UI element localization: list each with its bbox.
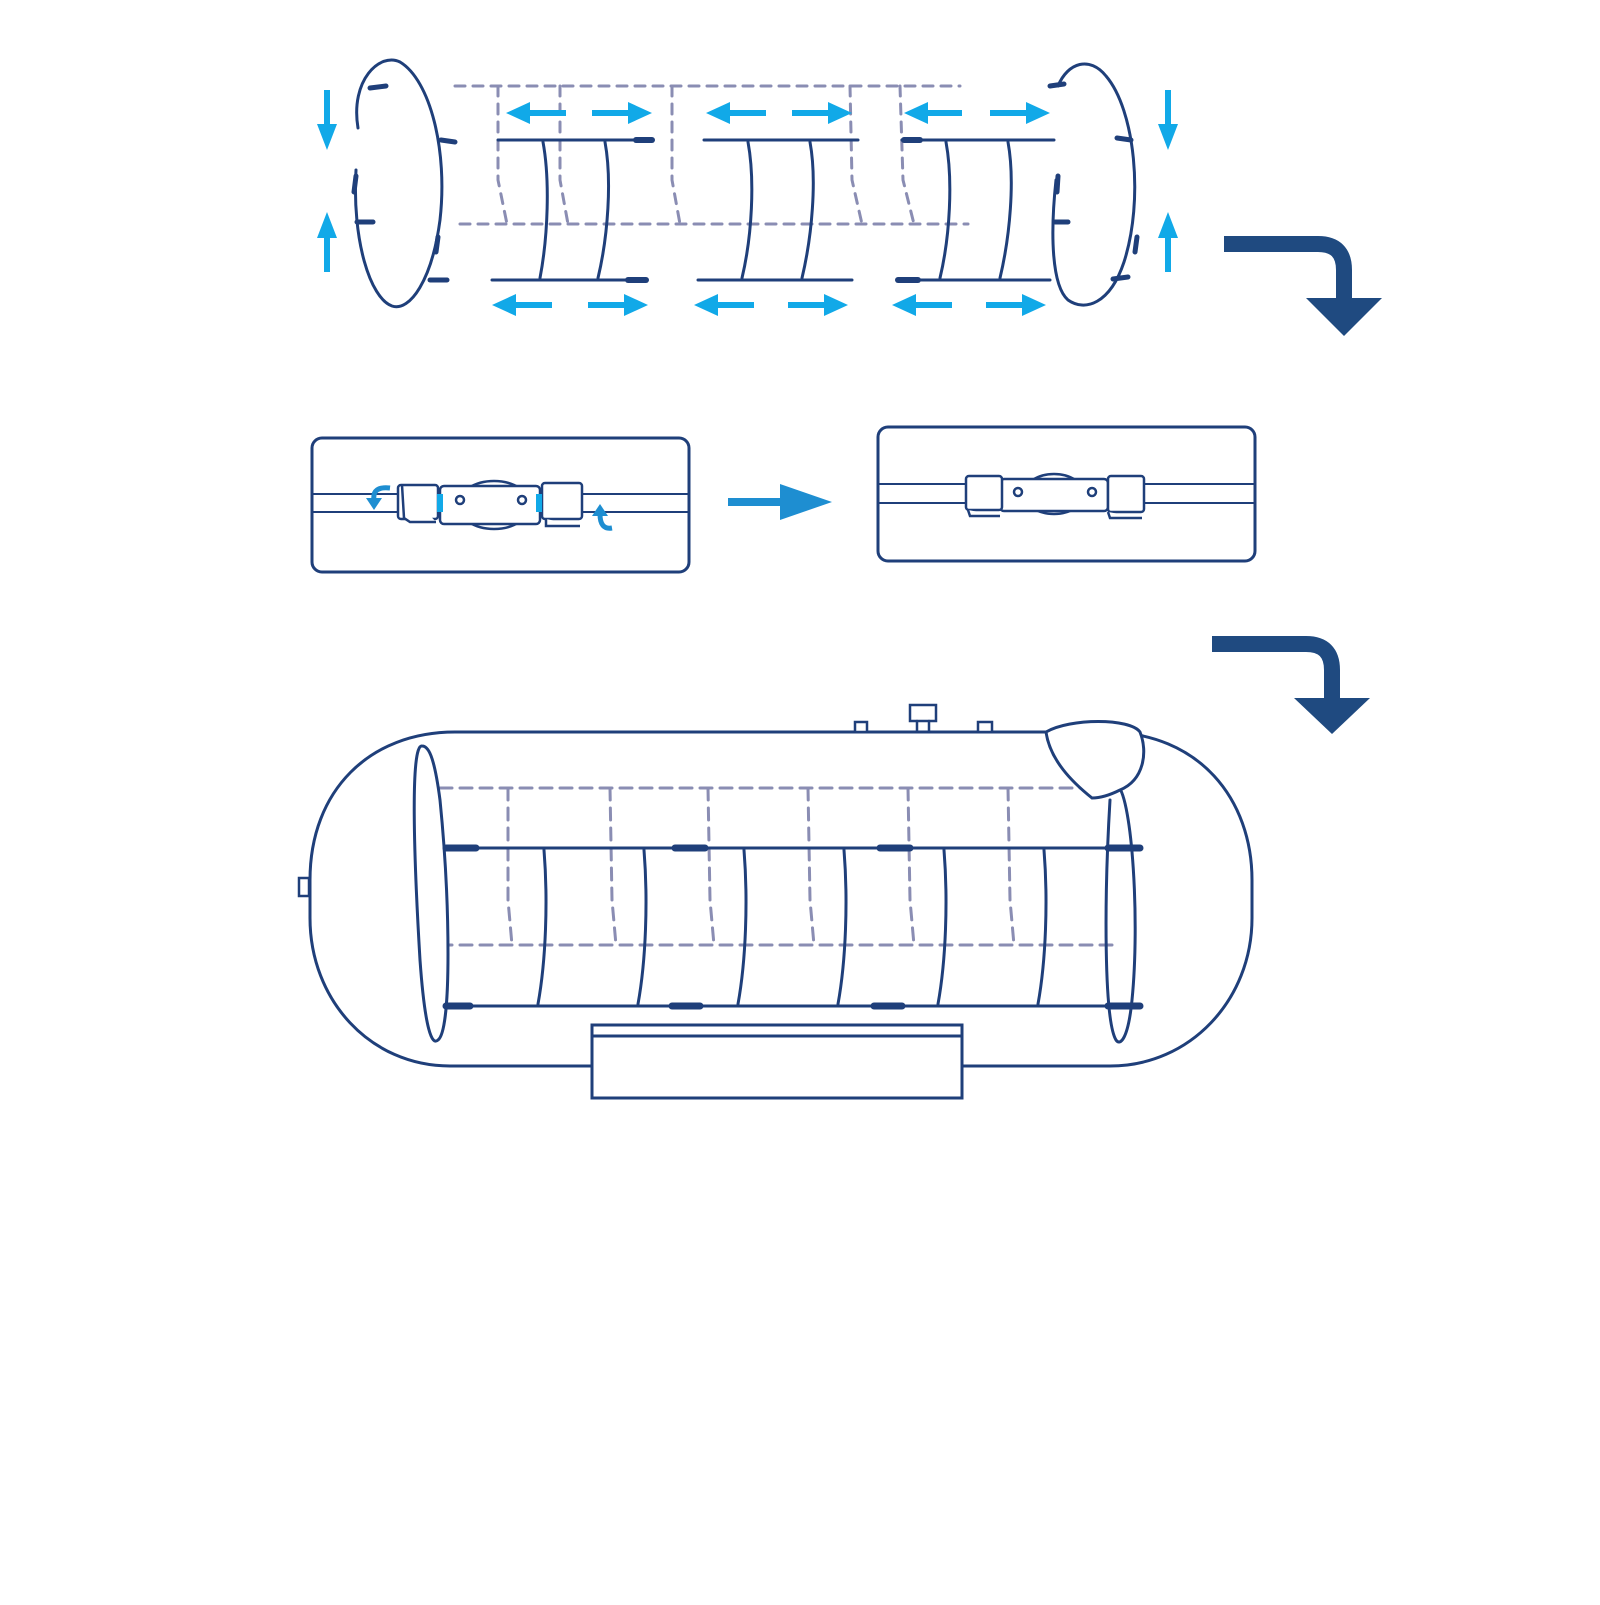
connector-closed xyxy=(964,472,1146,520)
right-hoop-ring xyxy=(1047,62,1140,307)
step-2-connector-after xyxy=(876,425,1257,563)
inner-dashed-guides xyxy=(418,786,1120,947)
double-arrow-icon xyxy=(506,102,652,124)
double-arrow-icon xyxy=(706,102,852,124)
top-vents xyxy=(853,703,994,734)
dashed-guide-lines xyxy=(453,84,970,226)
right-door-ring xyxy=(1104,784,1137,1044)
double-arrow-icon xyxy=(904,102,1050,124)
step-2-connector-before xyxy=(310,436,691,574)
bent-arrow-down-right-icon xyxy=(1224,236,1382,336)
head-window xyxy=(1044,720,1146,800)
next-step-arrow-2 xyxy=(1212,636,1370,734)
arrow-right-icon xyxy=(728,484,832,520)
base-mat xyxy=(590,1023,964,1100)
step-3-assembled-pod xyxy=(297,703,1254,1100)
rotate-arrow-icon xyxy=(592,504,613,531)
step-1-frame-exploded xyxy=(317,58,1178,316)
next-step-arrow-1 xyxy=(1224,236,1382,336)
bent-arrow-down-right-icon xyxy=(1212,636,1370,734)
rotate-arrow-icon xyxy=(366,485,391,510)
compress-arrow-icon xyxy=(317,90,337,272)
pod-shell xyxy=(308,730,1254,1068)
push-arrows xyxy=(317,90,1178,316)
double-arrow-icon xyxy=(694,294,848,316)
rod-segments xyxy=(490,137,1056,283)
double-arrow-icon xyxy=(892,294,1046,316)
left-door-ring xyxy=(412,744,450,1043)
left-hoop-ring xyxy=(351,58,458,309)
connector-open xyxy=(396,479,584,531)
frame-rails xyxy=(442,844,1144,1010)
compress-arrow-icon xyxy=(1158,90,1178,272)
connect-arrow xyxy=(728,484,832,520)
double-arrow-icon xyxy=(492,294,648,316)
